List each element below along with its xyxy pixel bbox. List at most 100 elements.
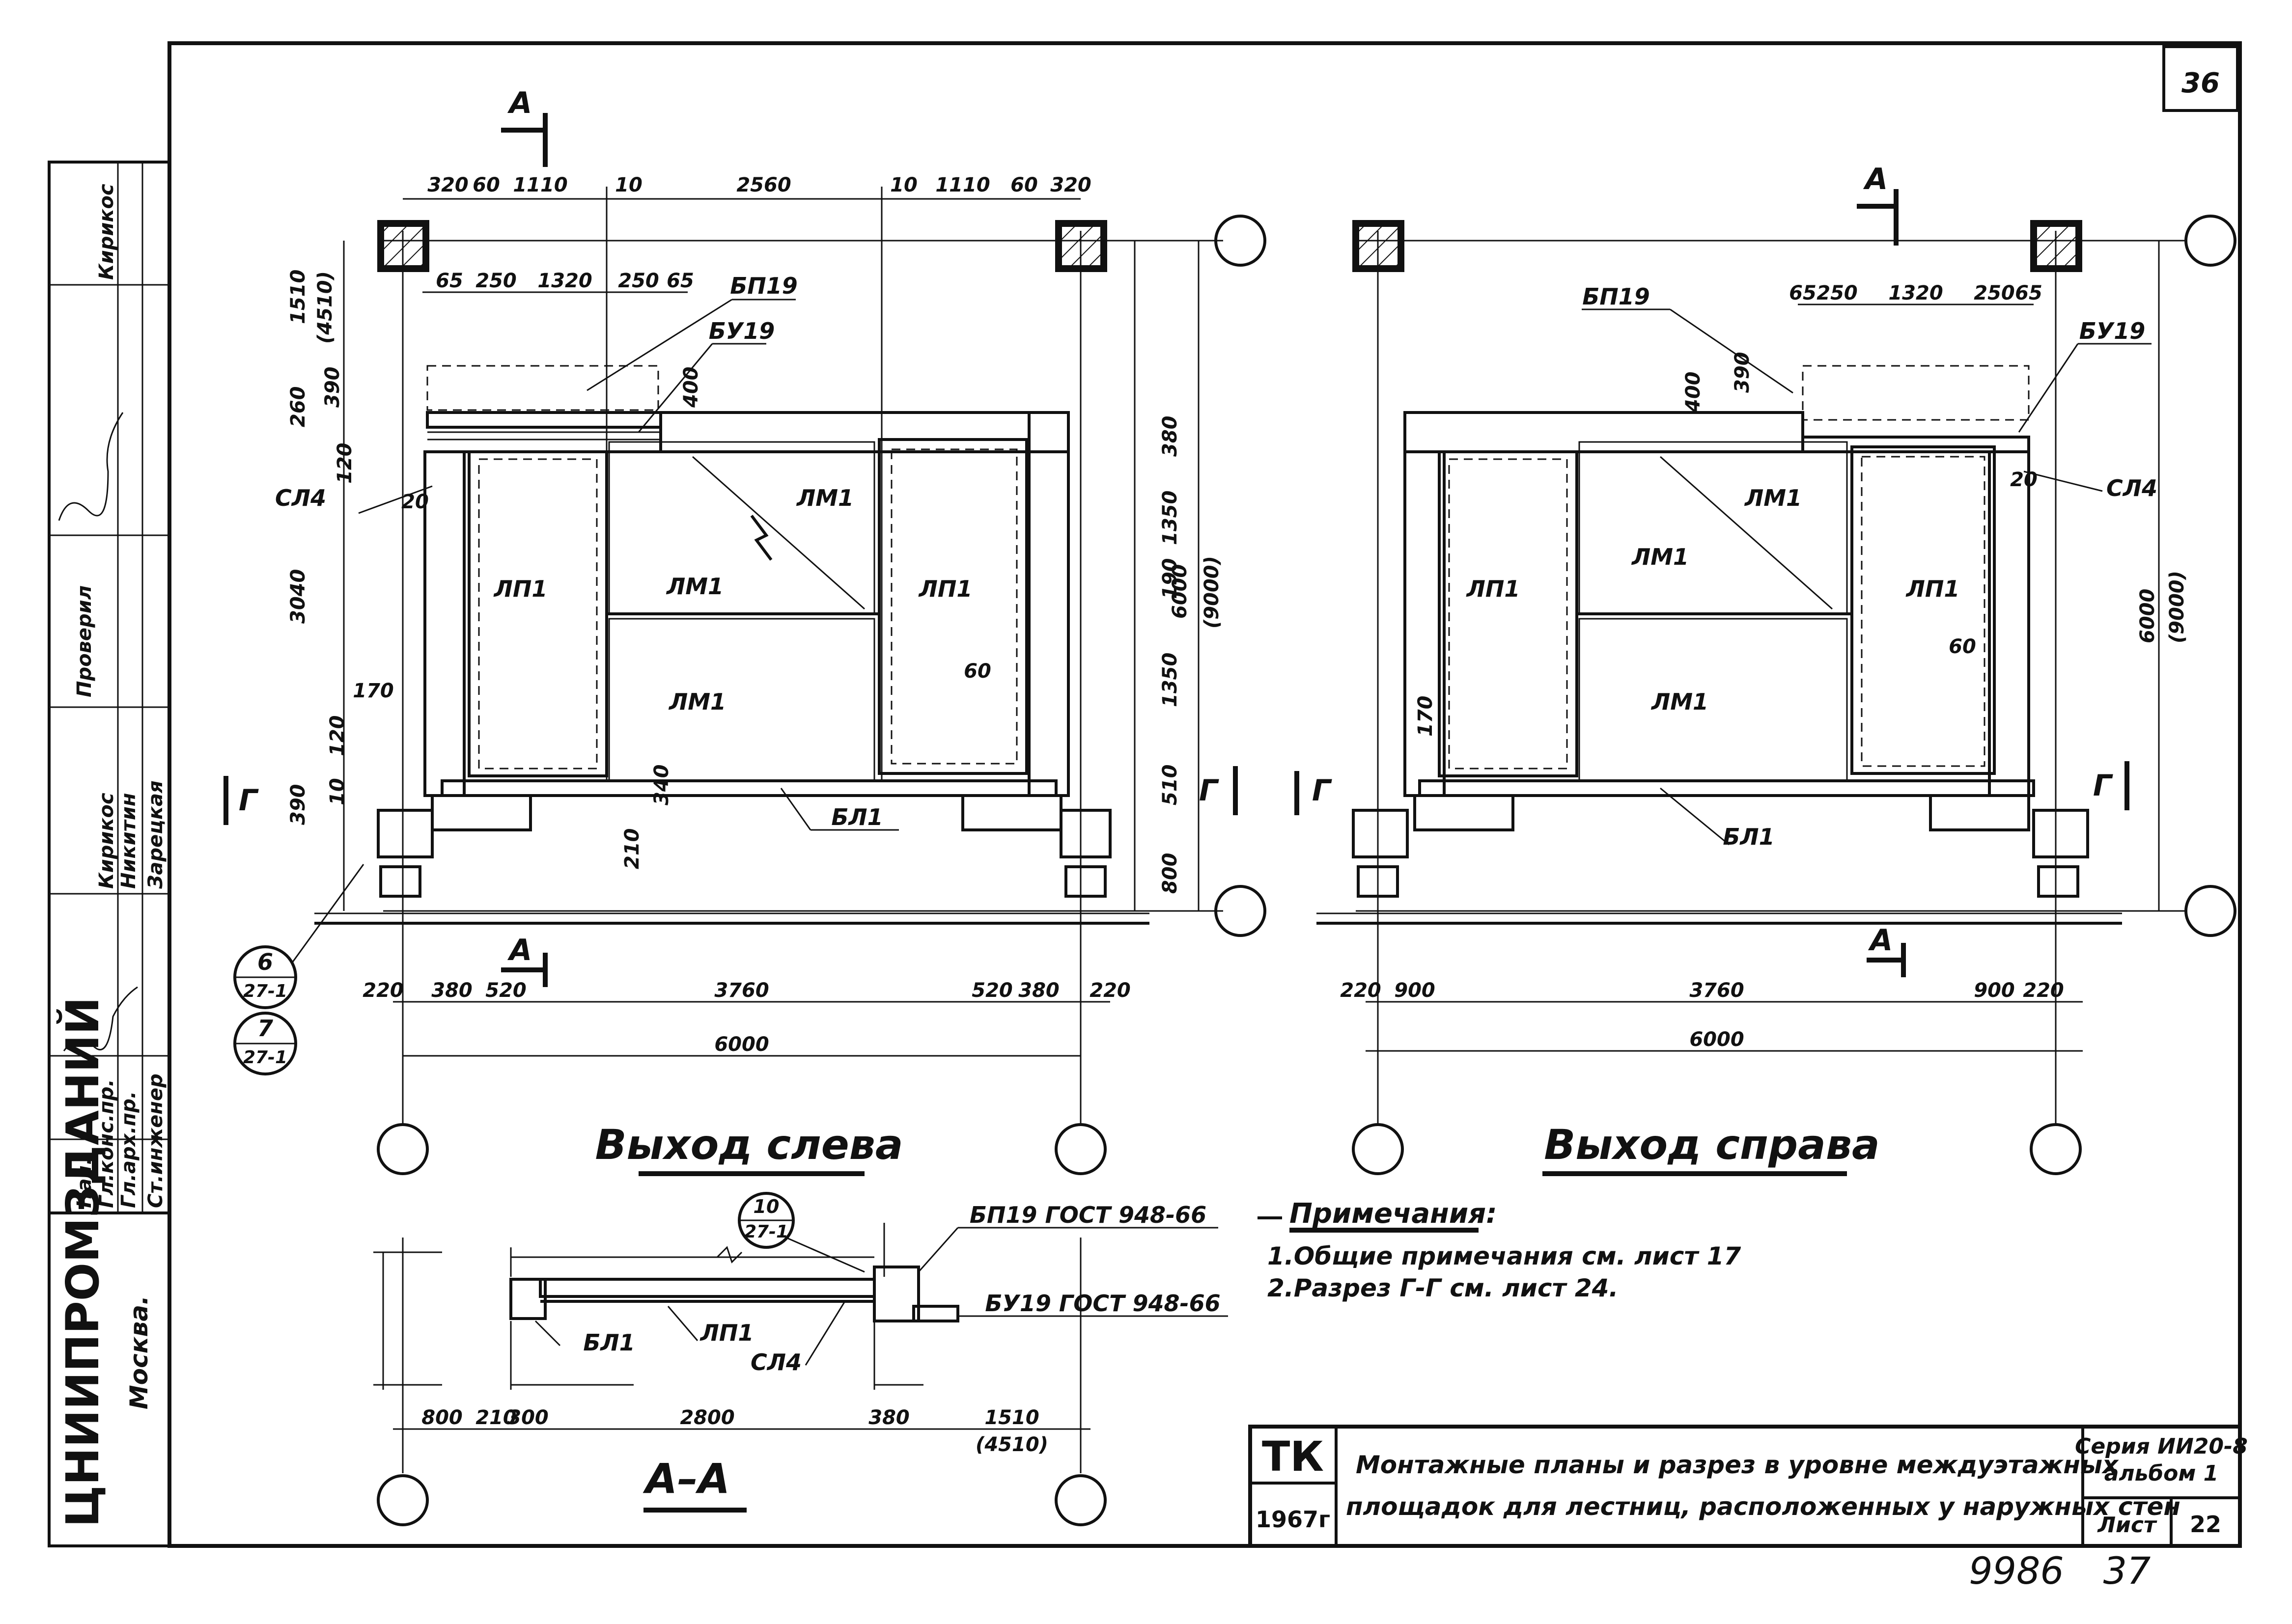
dim: 210 <box>475 1406 517 1429</box>
label-lm1-c: ЛМ1 <box>1650 688 1708 715</box>
role-4: Ст.инженер <box>144 1073 167 1208</box>
callout-num: 10 <box>754 1196 780 1217</box>
dim: 220 <box>1090 979 1131 1002</box>
dim: 1350 <box>1159 491 1181 545</box>
dim: 3040 <box>287 569 309 624</box>
label-bp19: БП19 <box>1582 283 1650 310</box>
dim: 250 <box>1974 282 2015 304</box>
label-sl4: СЛ4 <box>2106 475 2157 501</box>
dim: 2800 <box>680 1406 734 1429</box>
dim: 20 <box>2010 468 2038 491</box>
title-stamp: ТК 1967г Монтажные планы и разрез в уров… <box>1248 1425 2248 1548</box>
section-a-a: 10 27-1 БЛ1 ЛП1 СЛ4 БП19 ГОСТ 948-66 БУ1… <box>373 1192 1228 1526</box>
dim: 65 <box>1789 282 1817 304</box>
label-lm1-b: ЛМ1 <box>666 573 724 600</box>
dim: 800 <box>421 1406 463 1429</box>
dim: 520 <box>485 979 527 1002</box>
role-1: Нач. <box>73 1157 96 1208</box>
top-dimensions: 320 60 1110 10 2560 10 1110 60 320 65 25… <box>287 174 1223 1057</box>
dim: 1320 <box>537 270 592 292</box>
label-bp19: БП19 <box>730 273 798 299</box>
callout-num: 6 <box>257 949 273 975</box>
dim: 60 <box>1949 635 1976 658</box>
label-bu19: БУ19 ГОСТ 948-66 <box>985 1290 1220 1317</box>
dim: 900 <box>1974 979 2015 1002</box>
label-sl4: СЛ4 <box>275 485 326 511</box>
dim: 380 <box>868 1406 910 1429</box>
name-3: Никитин <box>117 793 140 889</box>
stamp-sheet-label: Лист <box>2097 1513 2157 1538</box>
dim: 65 <box>436 270 463 292</box>
dim: 380 <box>1159 416 1181 457</box>
stamp-code: ТК <box>1262 1432 1324 1481</box>
overall-dim: 6000 <box>714 1033 769 1056</box>
dim: 220 <box>363 979 404 1002</box>
dim: 6000 <box>1169 564 1191 619</box>
g-mark-right: Г <box>2093 769 2113 803</box>
dim: 220 <box>2023 979 2064 1002</box>
label-bu19: БУ19 <box>709 318 775 344</box>
left-plan: 320 60 1110 10 2560 10 1110 60 320 65 25… <box>224 86 1266 1176</box>
label-lm1-c: ЛМ1 <box>668 688 726 715</box>
dim: 520 <box>972 979 1013 1002</box>
plan-title-right: Выход справа <box>1544 1121 1879 1169</box>
notes: Примечания: 1.Общие примечания см. лист … <box>1258 1198 1741 1302</box>
element-labels: БП19 БУ19 СЛ4 ЛП1 ЛП1 ЛМ1 ЛМ1 ЛМ1 БЛ1 <box>275 273 972 831</box>
corner-number: 36 <box>2181 67 2220 99</box>
dim: 1510 <box>287 270 309 324</box>
axis-bubble <box>1214 215 1266 267</box>
section-marks: А А Г Г <box>1294 162 2129 977</box>
dim: (9000) <box>1201 556 1223 629</box>
dim: 300 <box>507 1406 549 1429</box>
dim: 800 <box>1159 853 1181 894</box>
wall-right <box>1028 411 1070 797</box>
axis-bubble <box>377 1474 429 1526</box>
dim: 320 <box>1050 174 1091 196</box>
dim: 1510 <box>984 1406 1039 1429</box>
dim: 1350 <box>1159 653 1181 707</box>
city-name: Москва. <box>125 1295 153 1409</box>
name-2: Кирикос <box>95 793 118 889</box>
dim: 3760 <box>1689 979 1744 1002</box>
org-name: ЦНИИПРОМЗДАНИЙ <box>56 997 109 1527</box>
dim: (9000) <box>2166 571 2188 643</box>
dim: 2560 <box>736 174 791 196</box>
dim: 320 <box>427 174 469 196</box>
axis-bubble <box>1214 885 1266 937</box>
dim: 190 <box>1159 558 1181 600</box>
dim: (4510) <box>976 1433 1048 1456</box>
dim: 10 <box>326 778 349 805</box>
side-block: Нач. Гл.конс.пр. Гл.арх.пр. Ст.инженер К… <box>48 161 171 1547</box>
signature <box>63 986 138 1051</box>
dim: 60 <box>1010 174 1038 196</box>
label-lp1-b: ЛП1 <box>1905 576 1960 602</box>
wall-left <box>423 450 466 797</box>
dim: 65 <box>667 270 694 292</box>
notes-heading: Примечания: <box>1289 1198 1497 1230</box>
dim: 3760 <box>714 979 769 1002</box>
dim: 1110 <box>513 174 567 196</box>
label-lp1-a: ЛП1 <box>1466 576 1520 602</box>
g-mark-right: Г <box>1199 773 1219 808</box>
dim: 1110 <box>935 174 990 196</box>
axis-bubble <box>377 1123 429 1175</box>
stamp-title-1: Монтажные планы и разрез в уровне междуэ… <box>1356 1451 2119 1479</box>
dim: 170 <box>353 680 394 702</box>
right-dimensions: 65 250 1320 250 65 220 900 3760 900 220 … <box>1340 241 2188 1052</box>
dim: 120 <box>326 716 349 757</box>
element-labels: БП19 БУ19 СЛ4 ЛП1 ЛП1 ЛМ1 ЛМ1 ЛМ1 БЛ1 <box>1466 283 2157 850</box>
stamp-sheet-number: 22 <box>2190 1511 2221 1538</box>
callout-num: 7 <box>257 1015 273 1042</box>
stamp-year: 1967г <box>1256 1506 1330 1533</box>
dim: 10 <box>615 174 643 196</box>
dim: 6000 <box>2136 589 2159 643</box>
callout-ref: 27-1 <box>243 1047 287 1068</box>
dim: 510 <box>1159 765 1181 806</box>
g-mark-left: Г <box>1312 773 1332 808</box>
column <box>1055 220 1107 272</box>
role-2: Гл.конс.пр. <box>95 1079 118 1208</box>
label-lm1-b: ЛМ1 <box>1631 544 1689 570</box>
axis-bubble <box>2184 215 2236 267</box>
note-2: 2.Разрез Г-Г см. лист 24. <box>1267 1274 1618 1302</box>
